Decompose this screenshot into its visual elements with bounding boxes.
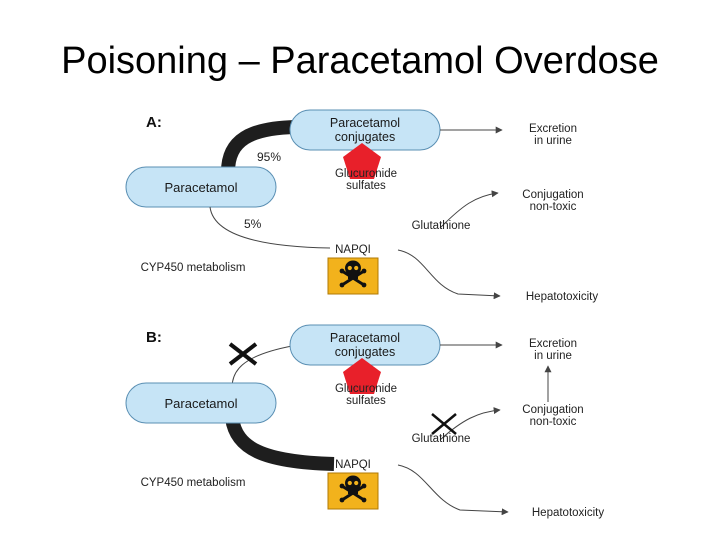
conjugation-arrow bbox=[439, 190, 499, 229]
glucuronide-label-b-line2: sulfates bbox=[346, 395, 386, 407]
glutathione-label: Glutathione bbox=[412, 220, 471, 232]
major-pathway-arc bbox=[221, 120, 297, 173]
panel-b: B: Paracetamol conjugates Glucuronide su… bbox=[125, 324, 604, 519]
napqi-label: NAPQI bbox=[335, 244, 371, 256]
paracetamol-node bbox=[125, 166, 277, 208]
glucuronide-label-line2: sulfates bbox=[346, 180, 386, 192]
hepatotoxicity-label: Hepatotoxicity bbox=[526, 291, 598, 303]
conjugation-label-b-line1: Conjugation bbox=[522, 404, 583, 416]
block-x-icon-glutathione bbox=[431, 413, 457, 435]
hepatotoxicity-arrow-b bbox=[397, 464, 509, 516]
hepatotoxicity-label-b: Hepatotoxicity bbox=[532, 507, 604, 519]
block-x-icon bbox=[228, 342, 258, 366]
conjugates-label-b-line1: Paracetamol bbox=[330, 331, 400, 345]
napqi-label-b: NAPQI bbox=[335, 459, 371, 471]
conjugation-arrow-b bbox=[439, 407, 501, 441]
hepatotoxicity-arrow bbox=[397, 249, 501, 300]
excretion-label-line2: in urine bbox=[534, 135, 572, 147]
panel-a-label: A: bbox=[146, 114, 162, 131]
panel-a: A: Paracetamol conjugates Glucuronide su… bbox=[125, 109, 598, 303]
paracetamol-label: Paracetamol bbox=[165, 180, 238, 195]
paracetamol-label-b: Paracetamol bbox=[165, 396, 238, 411]
pentagon-icon-b bbox=[343, 358, 381, 394]
conjugates-label-line2: conjugates bbox=[335, 130, 395, 144]
excretion-label-b-line2: in urine bbox=[534, 350, 572, 362]
minor-pathway-arc bbox=[209, 206, 331, 249]
glucuronide-label-line1: Glucuronide bbox=[335, 168, 397, 180]
glutathione-label-b: Glutathione bbox=[412, 433, 471, 445]
conjugation-label-b-line2: non-toxic bbox=[530, 416, 577, 428]
dominant-toxic-pathway-arc bbox=[225, 416, 335, 471]
slide-title: Poisoning – Paracetamol Overdose bbox=[61, 40, 659, 82]
percent-95-label: 95% bbox=[257, 150, 281, 164]
conjugates-label-b-line2: conjugates bbox=[335, 345, 395, 359]
pentagon-icon bbox=[343, 143, 381, 179]
conjugation-label-line1: Conjugation bbox=[522, 189, 583, 201]
panel-b-label: B: bbox=[146, 329, 162, 346]
conjugates-label-line1: Paracetamol bbox=[330, 116, 400, 130]
cyp450-label-b: CYP450 metabolism bbox=[141, 477, 246, 489]
percent-5-label: 5% bbox=[244, 217, 262, 231]
excretion-label-line1: Excretion bbox=[529, 123, 577, 135]
paracetamol-node-b bbox=[125, 382, 277, 424]
glucuronide-label-b-line1: Glucuronide bbox=[335, 383, 397, 395]
excretion-label-b-line1: Excretion bbox=[529, 338, 577, 350]
conjugation-label-line2: non-toxic bbox=[530, 201, 577, 213]
cyp450-label: CYP450 metabolism bbox=[141, 262, 246, 274]
